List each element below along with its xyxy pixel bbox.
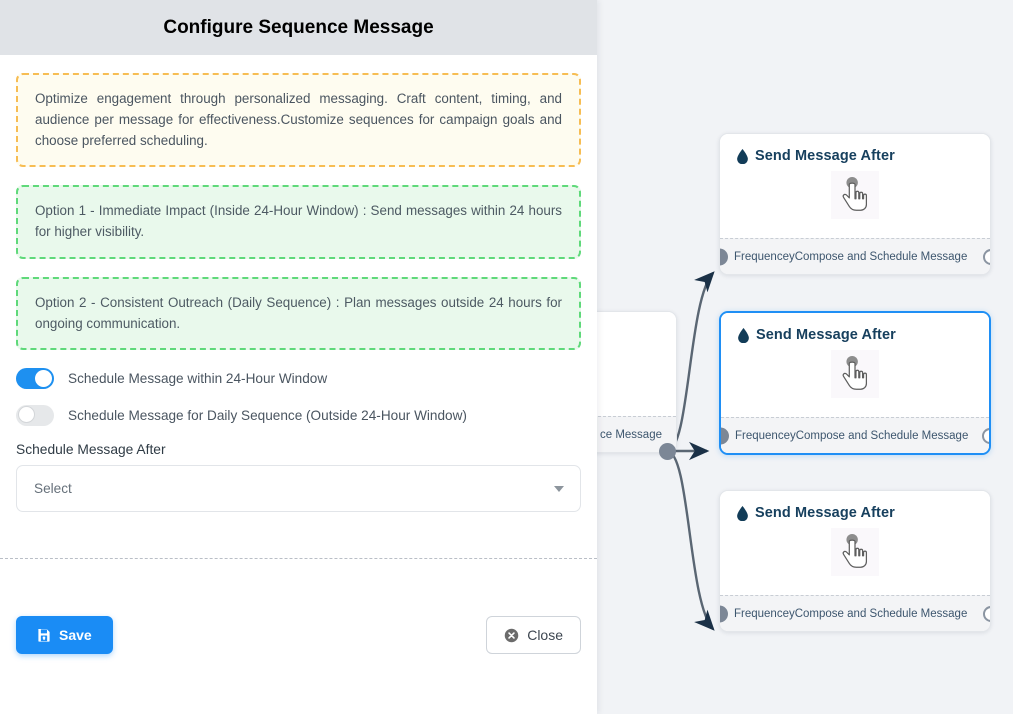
- hand-pointer-icon: [842, 176, 868, 211]
- flow-node-3-frequency-label: Frequencey: [734, 607, 795, 620]
- flow-node-1-output-handle[interactable]: [983, 248, 990, 265]
- flow-node-3-output-handle[interactable]: [983, 605, 990, 622]
- flow-node-3-footer: Frequencey Compose and Schedule Message: [720, 595, 990, 631]
- flow-node-3-body: Send Message After: [720, 491, 990, 595]
- configure-sequence-panel: Configure Sequence Message Optimize enga…: [0, 0, 597, 714]
- toggle-schedule-within-24h[interactable]: [16, 368, 54, 390]
- source-node-footer-label: ce Message: [599, 428, 662, 441]
- toggle-knob: [35, 370, 52, 388]
- close-button-label: Close: [527, 627, 563, 643]
- flow-node-3[interactable]: Send Message After Frequencey Compose an…: [719, 490, 991, 632]
- flow-node-3-title: Send Message After: [755, 505, 895, 521]
- toggle-within-24h-label: Schedule Message within 24-Hour Window: [68, 371, 328, 387]
- source-output-handle[interactable]: [659, 443, 676, 460]
- flow-node-1-compose-label: Compose and Schedule Message: [794, 250, 968, 263]
- schedule-message-after-select[interactable]: Select: [16, 465, 581, 513]
- flow-node-3-compose-label: Compose and Schedule Message: [794, 607, 968, 620]
- info-callout-option-2: Option 2 - Consistent Outreach (Daily Se…: [16, 276, 581, 351]
- flow-node-1-hand-tile: [831, 171, 879, 219]
- flow-node-2-body: Send Message After: [721, 313, 989, 417]
- info-callout-description: Optimize engagement through personalized…: [16, 73, 581, 168]
- toggle-schedule-daily-sequence[interactable]: [16, 405, 54, 427]
- flow-node-1-body: Send Message After: [720, 134, 990, 238]
- flow-node-1-title: Send Message After: [755, 148, 895, 164]
- flow-node-1[interactable]: Send Message After Frequencey Compose an…: [719, 133, 991, 275]
- flow-node-3-title-row: Send Message After: [736, 505, 974, 521]
- save-button[interactable]: Save: [16, 616, 113, 654]
- toggle-row-within-24h: Schedule Message within 24-Hour Window: [16, 368, 581, 390]
- page-title: Configure Sequence Message: [163, 16, 434, 38]
- schedule-message-after-label: Schedule Message After: [16, 442, 166, 458]
- water-drop-icon: [737, 148, 748, 164]
- flow-node-1-title-row: Send Message After: [736, 148, 974, 164]
- flow-node-2-input-handle[interactable]: [721, 427, 729, 444]
- flow-node-2-title: Send Message After: [756, 327, 896, 343]
- chevron-down-icon: [554, 485, 564, 492]
- water-drop-icon: [737, 505, 748, 521]
- flow-node-1-footer: Frequencey Compose and Schedule Message: [720, 238, 990, 274]
- close-circle-icon: [504, 628, 519, 642]
- toggle-knob: [18, 406, 35, 424]
- hand-pointer-icon: [842, 355, 868, 390]
- water-drop-icon: [738, 327, 749, 343]
- flow-node-2-output-handle[interactable]: [982, 427, 989, 444]
- close-button[interactable]: Close: [486, 616, 581, 654]
- info-callout-option-1: Option 1 - Immediate Impact (Inside 24-H…: [16, 185, 581, 259]
- flow-node-2-frequency-label: Frequencey: [735, 429, 796, 442]
- flow-node-3-icon-area: [736, 521, 974, 583]
- flow-node-3-input-handle[interactable]: [720, 605, 728, 622]
- toggle-row-daily-sequence: Schedule Message for Daily Sequence (Out…: [16, 405, 581, 427]
- flow-node-2-footer: Frequencey Compose and Schedule Message: [721, 417, 989, 453]
- flow-node-1-input-handle[interactable]: [720, 248, 728, 265]
- flow-node-2-title-row: Send Message After: [737, 327, 973, 343]
- save-button-label: Save: [59, 627, 92, 643]
- panel-header: Configure Sequence Message: [0, 0, 597, 55]
- flow-node-2-hand-tile: [831, 350, 879, 398]
- flow-node-1-frequency-label: Frequencey: [734, 250, 795, 263]
- save-floppy-icon: [38, 629, 50, 642]
- toggle-daily-sequence-label: Schedule Message for Daily Sequence (Out…: [68, 408, 467, 424]
- panel-content: Optimize engagement through personalized…: [0, 55, 597, 558]
- schedule-message-after-value: Select: [34, 481, 72, 497]
- flow-node-3-hand-tile: [831, 528, 879, 576]
- flow-node-2[interactable]: Send Message After Frequencey Compose an…: [719, 311, 991, 455]
- panel-footer: Save Close: [0, 558, 597, 714]
- flow-node-2-icon-area: [737, 343, 973, 405]
- flow-node-1-icon-area: [736, 164, 974, 226]
- hand-pointer-icon: [842, 533, 868, 568]
- flow-node-2-compose-label: Compose and Schedule Message: [795, 429, 969, 442]
